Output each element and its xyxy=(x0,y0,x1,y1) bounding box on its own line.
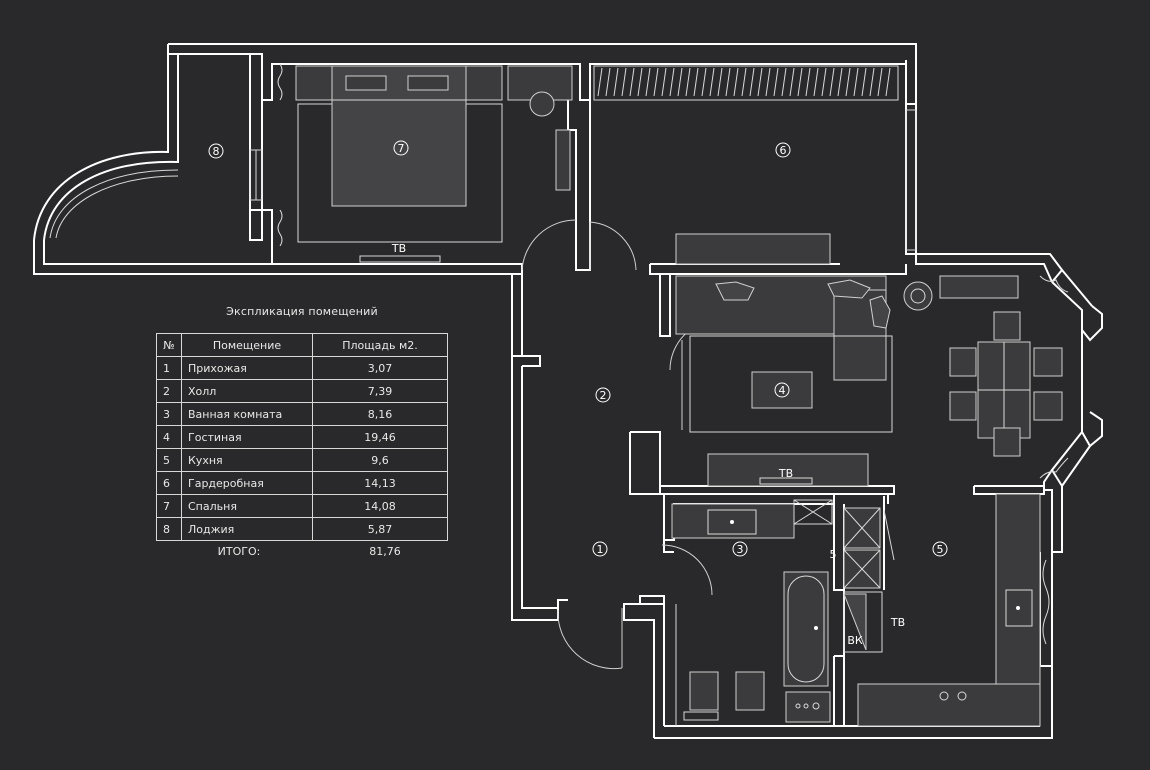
header-room: Помещение xyxy=(181,333,313,357)
svg-text:8: 8 xyxy=(213,145,220,158)
room-marker-1: 1 xyxy=(592,541,608,557)
row-area: 19,46 xyxy=(312,425,448,449)
row-number: 2 xyxy=(156,379,182,403)
vk-label: ВК xyxy=(847,634,863,647)
bathroom-fixtures xyxy=(671,499,833,726)
row-number: 5 xyxy=(156,448,182,472)
room-marker-7: 7 xyxy=(393,140,409,156)
table-header-row: № Помещение Площадь м2. xyxy=(156,333,448,357)
room-marker-8: 8 xyxy=(208,143,224,159)
wardrobe-rail xyxy=(593,65,917,251)
room-marker-2: 2 xyxy=(595,387,611,403)
living-furniture xyxy=(675,233,1019,487)
row-room: Ванная комната xyxy=(181,402,313,426)
row-area: 7,39 xyxy=(312,379,448,403)
row-room: Лоджия xyxy=(181,517,313,541)
tv-label-bedroom: ТВ xyxy=(391,242,406,255)
row-number: 8 xyxy=(156,517,182,541)
total-value: 81,76 xyxy=(369,545,401,558)
row-area: 9,6 xyxy=(312,448,448,472)
svg-text:1: 1 xyxy=(597,543,604,556)
loggia-window xyxy=(49,149,263,239)
row-area: 8,16 xyxy=(312,402,448,426)
total-label: ИТОГО: xyxy=(217,545,261,558)
row-area: 3,07 xyxy=(312,356,448,380)
dining-table xyxy=(949,275,1069,479)
explication-block: Экспликация помещений № Помещение Площад… xyxy=(156,305,448,558)
row-room: Спальня xyxy=(181,494,313,518)
row-room: Холл xyxy=(181,379,313,403)
row-number: 3 xyxy=(156,402,182,426)
shaft-mark: 5 xyxy=(830,548,837,561)
explication-title: Экспликация помещений xyxy=(226,305,378,318)
plan-labels: ТВ ТВ ТВ ВК 5 xyxy=(391,242,905,647)
room-markers: 8 7 6 2 4 1 3 5 xyxy=(208,140,948,557)
row-room: Прихожая xyxy=(181,356,313,380)
svg-text:6: 6 xyxy=(780,144,787,157)
tv-label-living: ТВ xyxy=(778,467,793,480)
room-marker-6: 6 xyxy=(775,142,791,158)
row-area: 5,87 xyxy=(312,517,448,541)
row-area: 14,13 xyxy=(312,471,448,495)
header-area: Площадь м2. xyxy=(312,333,448,357)
row-number: 7 xyxy=(156,494,182,518)
room-marker-5: 5 xyxy=(932,541,948,557)
row-area: 14,08 xyxy=(312,494,448,518)
svg-text:3: 3 xyxy=(737,543,744,556)
svg-text:7: 7 xyxy=(398,142,405,155)
svg-text:4: 4 xyxy=(779,384,786,397)
row-number: 4 xyxy=(156,425,182,449)
row-number: 6 xyxy=(156,471,182,495)
row-room: Кухня xyxy=(181,448,313,472)
tv-label-kitchen: ТВ xyxy=(890,616,905,629)
room-marker-3: 3 xyxy=(732,541,748,557)
header-number: № xyxy=(156,333,182,357)
svg-text:2: 2 xyxy=(600,389,607,402)
row-room: Гардеробная xyxy=(181,471,313,495)
room-marker-4: 4 xyxy=(774,382,790,398)
kitchen-fixtures xyxy=(843,493,1050,727)
row-room: Гостиная xyxy=(181,425,313,449)
svg-text:5: 5 xyxy=(937,543,944,556)
explication-total: ИТОГО: 81,76 xyxy=(156,545,448,558)
bedroom-furniture xyxy=(277,63,573,263)
row-number: 1 xyxy=(156,356,182,380)
